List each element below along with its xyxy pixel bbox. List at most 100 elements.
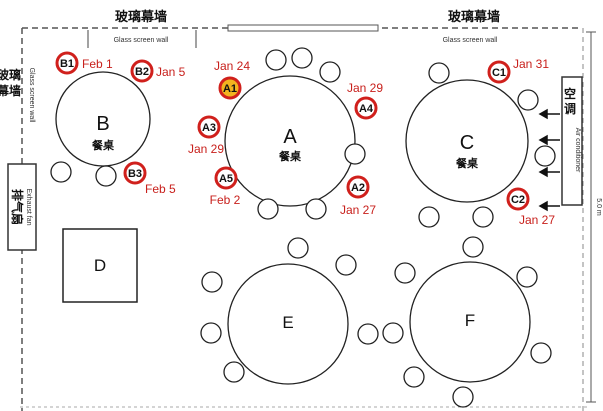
marker-ring [123, 161, 147, 185]
chair [305, 198, 327, 220]
chair [357, 323, 379, 345]
airflow-arrows [538, 108, 560, 212]
top-left-wall-caption: Glass screen wall [114, 37, 169, 44]
marker-id: B2 [135, 66, 149, 78]
exhaust-fan-caption: Exhaust fan [25, 189, 32, 226]
chair [394, 262, 416, 284]
chair [472, 206, 494, 228]
chair [344, 143, 366, 165]
marker-id: B3 [128, 168, 142, 180]
marker-ring [487, 60, 511, 84]
table-a-letter: A [283, 126, 297, 148]
marker-id: A1 [223, 83, 237, 95]
air-conditioner-box [561, 76, 583, 206]
chair [534, 145, 556, 167]
marker-id: A4 [359, 103, 374, 115]
chair [516, 266, 538, 288]
chair [452, 386, 474, 408]
marker-ring [130, 59, 154, 83]
table-f [409, 261, 531, 383]
table-f-letter: F [465, 311, 475, 330]
marker-date: Jan 29 [188, 142, 224, 156]
top-right-wall-title: 玻璃幕墙 [448, 9, 500, 25]
marker-ring [218, 76, 242, 100]
exhaust-fan-title: 排气扇 [10, 189, 25, 225]
table-c-word: 餐桌 [455, 156, 479, 170]
marker-b1: B1 Feb 1 [55, 51, 113, 75]
table-c [405, 79, 529, 203]
left-wall-title-1: 玻璃 [0, 67, 21, 82]
table-d [62, 228, 138, 303]
marker-date: Jan 27 [340, 203, 376, 217]
marker-date: Jan 27 [519, 213, 555, 227]
marker-b2: B2 Jan 5 [130, 59, 186, 83]
chair [517, 89, 539, 111]
marker-date: Feb 1 [82, 57, 113, 71]
table-e-letter: E [282, 313, 293, 332]
chair [418, 206, 440, 228]
marker-id: A3 [202, 122, 216, 134]
left-wall-title-2: 幕墙 [0, 83, 21, 98]
marker-ring [214, 166, 238, 190]
left-wall-caption: Glass screen wall [28, 68, 35, 123]
marker-id: C2 [511, 194, 525, 206]
marker-id: A5 [219, 173, 233, 185]
marker-ring [55, 51, 79, 75]
table-c-letter: C [460, 132, 474, 154]
top-right-wall-caption: Glass screen wall [443, 37, 498, 44]
chair [95, 165, 117, 187]
chair [335, 254, 357, 276]
marker-ring [346, 175, 370, 199]
marker-ring [354, 96, 378, 120]
marker-date: Jan 24 [214, 59, 250, 73]
chair [462, 236, 484, 258]
chair [287, 237, 309, 259]
marker-id: B1 [60, 58, 74, 70]
top-wall-panel [227, 24, 379, 32]
chair [265, 49, 287, 71]
chair [257, 198, 279, 220]
chair [200, 322, 222, 344]
marker-date: Jan 29 [347, 81, 383, 95]
marker-a4: A4 Jan 29 [347, 81, 383, 120]
marker-date: Feb 2 [210, 193, 241, 207]
table-e [227, 263, 349, 385]
marker-c1: C1 Jan 31 [487, 57, 549, 84]
marker-id: C1 [492, 67, 506, 79]
chair [50, 161, 72, 183]
ac-title-2: 调 [564, 102, 576, 116]
marker-a1: A1 Jan 24 [214, 59, 250, 100]
marker-date: Feb 5 [145, 182, 176, 196]
top-left-wall-title: 玻璃幕墙 [115, 9, 167, 25]
marker-date: Jan 5 [156, 65, 186, 79]
chair [530, 342, 552, 364]
table-a-word: 餐桌 [278, 149, 302, 163]
dimension-label: 5.0 m [595, 198, 602, 216]
table-b-letter: B [96, 113, 109, 135]
marker-ring [197, 115, 221, 139]
chair [201, 271, 223, 293]
chair [403, 366, 425, 388]
exhaust-fan-box [7, 163, 37, 251]
ac-caption: Air conditioner [574, 128, 581, 173]
chair [382, 322, 404, 344]
table-d-letter: D [94, 256, 106, 275]
marker-ring [506, 187, 530, 211]
chair [291, 47, 313, 69]
ac-title-1: 空 [564, 86, 576, 101]
chair [428, 62, 450, 84]
chair [223, 361, 245, 383]
chair [319, 61, 341, 83]
marker-id: A2 [351, 182, 365, 194]
marker-date: Jan 31 [513, 57, 549, 71]
table-b-word: 餐桌 [91, 138, 115, 152]
table-a [224, 75, 356, 207]
